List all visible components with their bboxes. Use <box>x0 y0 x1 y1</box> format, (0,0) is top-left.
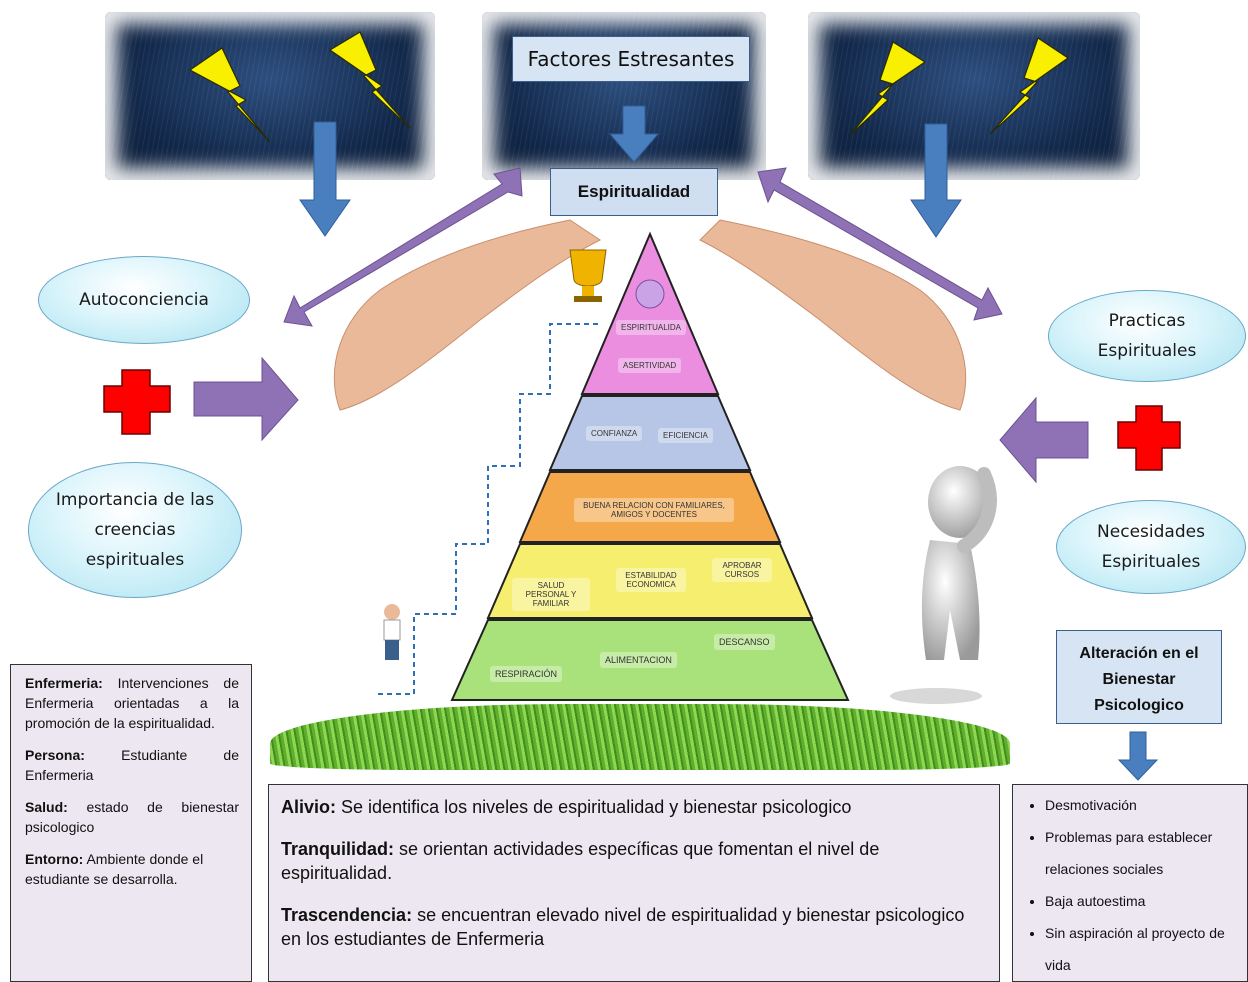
meditation-icon <box>635 279 665 309</box>
dashed-steps <box>378 323 602 695</box>
tier3-text: BUENA RELACION CON FAMILIARES, AMIGOS Y … <box>574 498 734 522</box>
double-arrow-right <box>757 167 1003 321</box>
down-arrow-center <box>608 105 660 163</box>
right-hand-shape <box>699 219 967 411</box>
pyramid-tier-1 <box>580 231 720 395</box>
effect-item: Baja autoestima <box>1045 885 1243 917</box>
tier5-text-b: ALIMENTACION <box>600 652 677 668</box>
entorno-entry: Entorno: Ambiente donde el estudiante se… <box>25 851 204 887</box>
tier1-text-a: ESPIRITUALIDA <box>616 320 687 335</box>
tier2-text-b: EFICIENCIA <box>658 428 713 443</box>
alteration-box: Alteración en el Bienestar Psicologico <box>1056 630 1222 724</box>
tier2-text-a: CONFIANZA <box>586 426 643 441</box>
lightning-icon <box>188 47 271 143</box>
oval-autoconciencia: Autoconciencia <box>38 256 250 344</box>
alivio-entry: Alivio: Se identifica los niveles de esp… <box>281 797 852 817</box>
oval-importancia-creencias: Importancia de las creencias espirituale… <box>28 462 242 598</box>
tier4-text-b: ESTABILIDAD ECONOMICA <box>616 568 686 592</box>
persona-entry: Persona: Estudiante de Enfermeria <box>25 747 239 783</box>
tranquilidad-entry: Tranquilidad: se orientan actividades es… <box>281 839 880 883</box>
oval-necesidades-espirituales: Necesidades Espirituales <box>1056 500 1246 594</box>
hands-illustration <box>333 219 967 411</box>
climber-figure <box>383 604 401 660</box>
tier4-text-a: SALUD PERSONAL Y FAMILIAR <box>512 578 590 611</box>
thinking-person-figure <box>890 466 997 704</box>
trophy-icon <box>569 249 607 302</box>
pyramid <box>450 231 850 701</box>
lightning-icon <box>328 31 411 129</box>
trascendencia-entry: Trascendencia: se encuentran elevado niv… <box>281 905 965 949</box>
left-definitions-panel: Enfermeria: Intervenciones de Enfermeria… <box>10 664 252 982</box>
left-arrow-right-side <box>999 396 1089 484</box>
down-arrow-alteration <box>1117 731 1159 781</box>
lightning-layer <box>188 31 1070 143</box>
pyramid-tier-4 <box>486 543 814 619</box>
tier5-text-a: RESPIRACIÓN <box>490 666 563 682</box>
tier1-text-b: ASERTIVIDAD <box>618 358 682 373</box>
right-arrow-left-side <box>193 356 299 442</box>
lightning-icon <box>849 41 927 136</box>
double-arrow-left <box>283 167 523 327</box>
left-hand-shape <box>333 219 601 411</box>
grass-strip <box>270 704 1010 770</box>
pyramid-tier-5 <box>450 619 850 701</box>
oval-practicas-espirituales: Practicas Espirituales <box>1048 290 1246 382</box>
salud-entry: Salud: estado de bienestar psicologico <box>25 799 239 835</box>
pyramid-tier-2 <box>548 395 752 471</box>
stressors-label: Factores Estresantes <box>512 36 750 82</box>
plus-icon-right <box>1117 405 1181 471</box>
tier4-text-c: APROBAR CURSOS <box>712 558 772 582</box>
lightning-icon <box>989 37 1070 135</box>
effect-item: Sin aspiración al proyecto de vida <box>1045 917 1243 981</box>
steps-illustration <box>378 249 607 695</box>
enfermeria-entry: Enfermeria: Intervenciones de Enfermeria… <box>25 675 239 731</box>
spirituality-label: Espiritualidad <box>550 168 718 216</box>
down-arrow-left <box>299 121 351 237</box>
bottom-center-panel: Alivio: Se identifica los niveles de esp… <box>268 784 1000 982</box>
effect-item: Desmotivación <box>1045 789 1243 821</box>
pyramid-tier-3 <box>518 471 782 543</box>
tier5-text-c: DESCANSO <box>714 634 775 650</box>
effect-item: Problemas para establecer relaciones soc… <box>1045 821 1243 885</box>
down-arrow-right <box>910 123 962 238</box>
storm-panel-right <box>808 12 1140 180</box>
plus-icon-left <box>103 369 171 435</box>
right-effects-panel: Desmotivación Problemas para establecer … <box>1012 784 1248 982</box>
